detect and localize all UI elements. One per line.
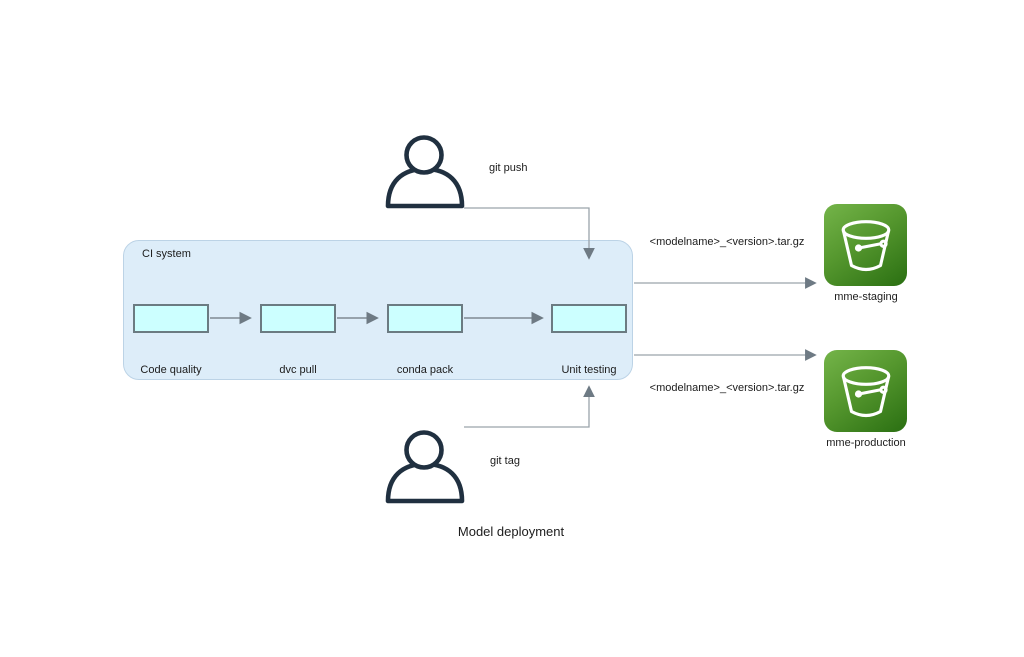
bucket-staging-label: mme-staging: [834, 291, 898, 303]
artifact-label-production: <modelname>_<version>.tar.gz: [649, 382, 805, 394]
stage-label-dvc-pull: dvc pull: [279, 364, 317, 376]
stage-box-unit-testing: [551, 304, 627, 333]
s3-bucket-staging-icon: [824, 204, 907, 286]
bucket-glyph: [841, 366, 891, 418]
diagram-title: Model deployment: [457, 524, 565, 539]
artifact-label-staging: <modelname>_<version>.tar.gz: [649, 236, 805, 248]
bucket-glyph: [841, 220, 891, 272]
connector-git-tag-to-ci: [464, 385, 595, 428]
ci-system-label: CI system: [142, 248, 191, 260]
stage-box-code-quality: [133, 304, 209, 333]
stage-box-conda-pack: [387, 304, 463, 333]
stage-label-unit-testing: Unit testing: [561, 364, 617, 376]
ci-system-container: CI system Code quality dvc pull conda pa…: [123, 240, 633, 380]
person-git-push-icon: [385, 135, 465, 209]
person-git-tag-icon: [385, 430, 465, 504]
stage-label-conda-pack: conda pack: [396, 364, 454, 376]
git-push-label: git push: [489, 162, 528, 174]
bucket-production-label: mme-production: [826, 437, 906, 449]
stage-box-dvc-pull: [260, 304, 336, 333]
stage-label-code-quality: Code quality: [140, 364, 202, 376]
s3-bucket-production-icon: [824, 350, 907, 432]
git-tag-label: git tag: [490, 455, 520, 467]
